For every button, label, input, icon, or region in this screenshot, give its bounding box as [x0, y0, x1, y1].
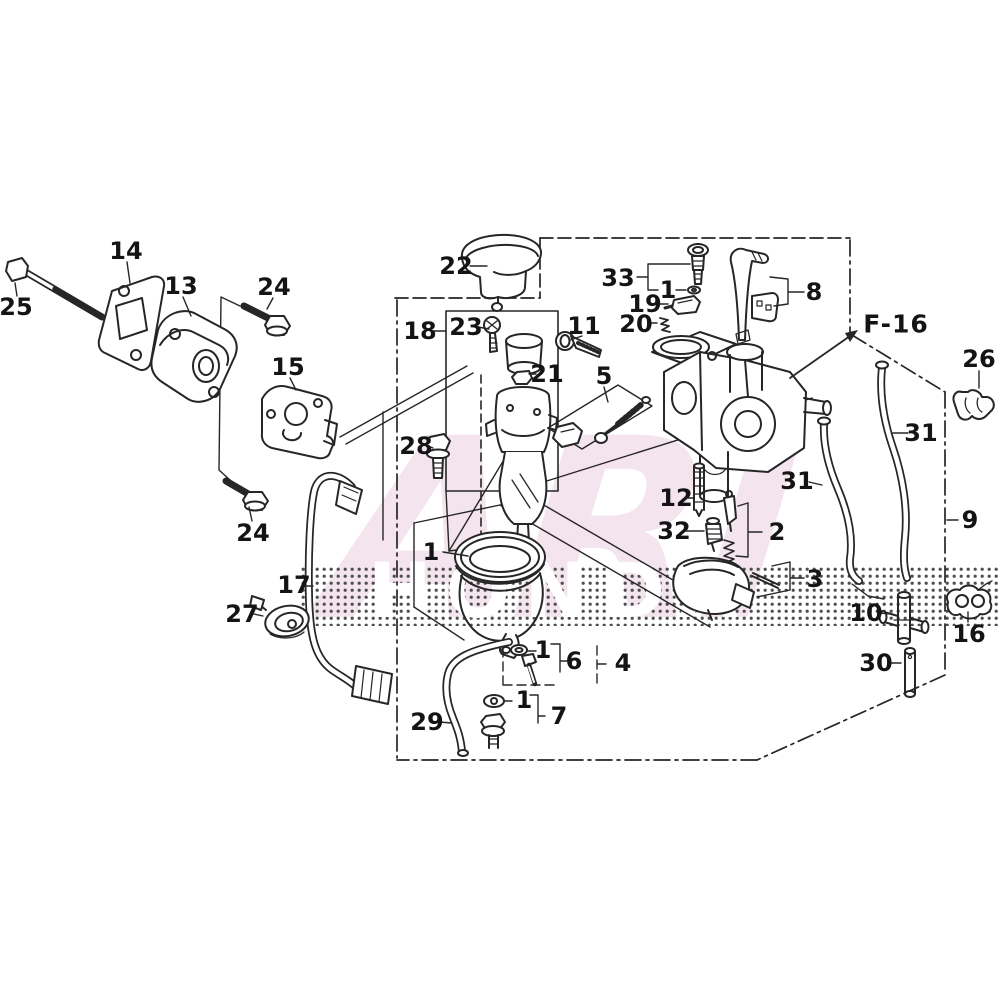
- bracket-8: [769, 276, 805, 307]
- part-label-29: 29: [410, 708, 444, 736]
- part-label-11: 11: [567, 312, 601, 340]
- part-label-5: 5: [595, 362, 613, 390]
- drain-screw-set-6: [502, 643, 612, 687]
- part-label-23: 23: [449, 313, 483, 341]
- part-label-1-bolt-washer: 1: [515, 686, 533, 714]
- part-label-28: 28: [399, 432, 433, 460]
- float-3: [672, 556, 805, 621]
- gasket-15: [260, 385, 338, 460]
- part-label-10: 10: [849, 599, 883, 627]
- part-label-12: 12: [659, 484, 693, 512]
- part-label-32: 32: [657, 517, 691, 545]
- part-label-2: 2: [768, 518, 786, 546]
- part-label-8: 8: [805, 278, 823, 306]
- f16-reference-arrow: [789, 330, 858, 379]
- clamp-16: [946, 580, 993, 620]
- tube-30: [904, 647, 916, 698]
- part-label-31-right: 31: [904, 419, 938, 447]
- part-label-9: 9: [961, 506, 979, 534]
- part-label-3: 3: [806, 565, 824, 593]
- gasket-14: [97, 275, 166, 371]
- part-label-4: 4: [614, 649, 632, 677]
- part-label-21: 21: [530, 360, 564, 388]
- drain-bolt-set-7: [480, 694, 546, 749]
- part-label-15: 15: [271, 353, 305, 381]
- figure-reference-f16: F-16: [863, 309, 929, 339]
- carburetor-body: [651, 329, 832, 503]
- part-label-30: 30: [859, 649, 893, 677]
- bolt-24-bottom: [222, 477, 269, 512]
- part-label-24-bottom: 24: [236, 519, 270, 547]
- bolt-24-top: [240, 302, 291, 337]
- choke-piece-19: [663, 295, 701, 315]
- part-label-14: 14: [109, 237, 143, 265]
- bracket-33: [636, 263, 691, 291]
- part-label-1-drain-washer: 1: [534, 636, 552, 664]
- limiter-screw-33: [687, 243, 709, 295]
- tube-31-left: [817, 416, 863, 585]
- main-nozzle-12: [693, 462, 705, 517]
- auto-choke-unit: [485, 386, 558, 557]
- part-label-20: 20: [619, 310, 653, 338]
- part-label-1-chamber: 1: [422, 538, 440, 566]
- watermark-band: HONDA: [300, 546, 1000, 635]
- valve-27: [249, 595, 310, 639]
- bolt-25: [5, 257, 106, 321]
- part-label-6: 6: [565, 647, 583, 675]
- part-label-7: 7: [550, 702, 568, 730]
- part-label-22: 22: [439, 252, 473, 280]
- needle-valve-set-2: [723, 490, 763, 564]
- spring-20: [659, 317, 671, 333]
- part-label-13: 13: [164, 272, 198, 300]
- part-label-17: 17: [277, 571, 311, 599]
- float-chamber-1: [454, 531, 546, 659]
- joint-10: [878, 591, 930, 645]
- label-leader-lines: [14, 261, 980, 724]
- screw-23: [483, 316, 501, 353]
- pilot-screw-set-5: [547, 384, 653, 450]
- part-label-25: 25: [0, 293, 33, 321]
- part-label-31-left: 31: [780, 467, 814, 495]
- part-label-18: 18: [403, 317, 437, 345]
- tube-29: [442, 638, 513, 757]
- insulator-13: [150, 310, 238, 403]
- part-label-27: 27: [225, 600, 259, 628]
- part-label-33: 33: [601, 264, 635, 292]
- choke-lever-8: [729, 247, 779, 341]
- part-label-16: 16: [952, 620, 986, 648]
- clip-26: [952, 389, 995, 421]
- part-label-24-top: 24: [257, 273, 291, 301]
- part-label-26: 26: [962, 345, 996, 373]
- cap-22: [460, 233, 542, 312]
- part-label-19: 19: [628, 290, 662, 318]
- screw-11: [555, 331, 602, 358]
- tube-31-right: [875, 360, 911, 582]
- part-label-1-limiter: 1: [659, 276, 677, 304]
- assembly-boundary-dashed: [394, 237, 946, 761]
- tube-17: [304, 472, 393, 705]
- main-jet-32: [705, 517, 723, 552]
- cup-21: [505, 333, 543, 385]
